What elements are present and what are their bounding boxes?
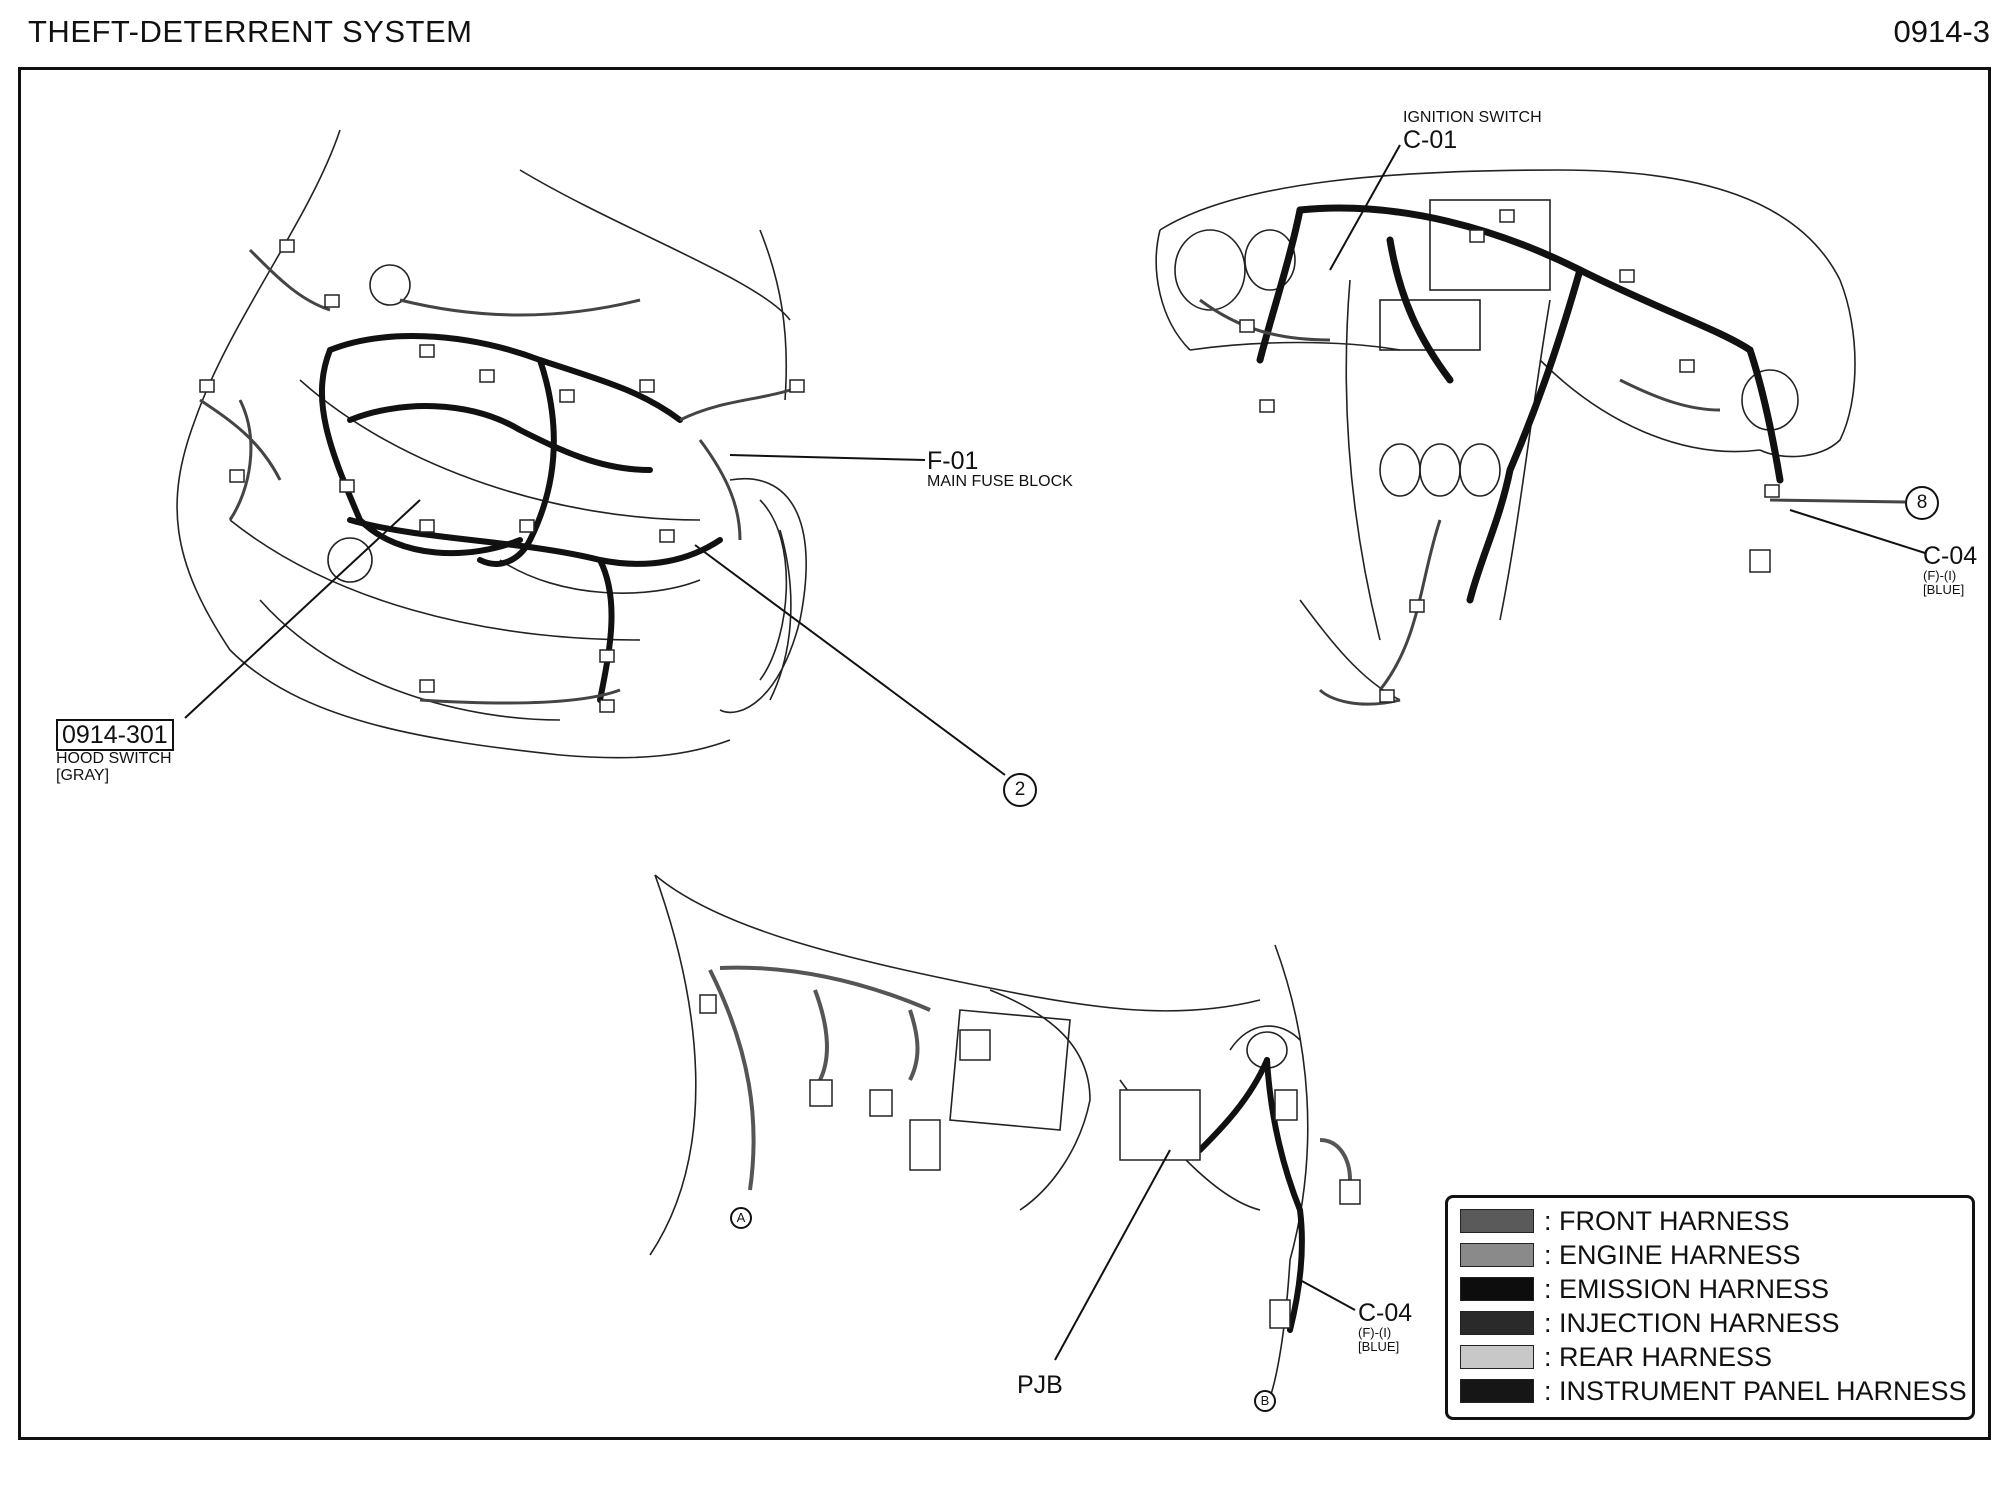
legend-item-front: : FRONT HARNESS — [1460, 1204, 1972, 1238]
dashboard-harness — [1256, 204, 1784, 604]
ignition-switch-code: C-01 — [1403, 125, 1458, 154]
hood-switch-name: HOOD SWITCH — [56, 750, 172, 768]
legend-label: : INSTRUMENT PANEL HARNESS — [1544, 1375, 1967, 1406]
legend-label: : EMISSION HARNESS — [1544, 1273, 1830, 1304]
rear-harness-swatch-icon — [1460, 1345, 1534, 1369]
legend-item-instrument-panel: : INSTRUMENT PANEL HARNESS — [1460, 1374, 1972, 1408]
cabin-outline — [649, 874, 1309, 1411]
legend-label: : REAR HARNESS — [1544, 1341, 1773, 1372]
c04-bottom-detail: (F)-(I) — [1358, 1325, 1392, 1341]
page-number: 0914-3 — [1893, 14, 1990, 49]
engine-bay-harness — [318, 333, 723, 703]
cabin-branches — [708, 965, 1352, 1191]
circle-2-marker: 2 — [1003, 773, 1037, 807]
injection-harness-swatch-icon — [1460, 1311, 1534, 1335]
pjb-label: PJB — [1017, 1371, 1063, 1399]
legend-item-injection: : INJECTION HARNESS — [1460, 1306, 1972, 1340]
c04-top-detail: (F)-(I) — [1923, 568, 1957, 584]
engine-bay-leaders — [184, 454, 1006, 776]
c04-bottom-callout: C-04 (F)-(I) [BLUE] — [1358, 1300, 1412, 1354]
diagram-frame — [18, 67, 1991, 1440]
legend-item-engine: : ENGINE HARNESS — [1460, 1238, 1972, 1272]
emission-harness-swatch-icon — [1460, 1277, 1534, 1301]
cabin-connectors — [699, 994, 1361, 1329]
c04-bottom-code: C-04 — [1358, 1299, 1413, 1327]
engine-bay-branches — [199, 248, 791, 705]
cabin-harness — [1197, 1057, 1305, 1333]
circle-8-marker: 8 — [1905, 486, 1939, 520]
c04-top-callout: C-04 (F)-(I) [BLUE] — [1923, 543, 1977, 597]
legend-item-emission: : EMISSION HARNESS — [1460, 1272, 1972, 1306]
legend-label: : FRONT HARNESS — [1544, 1205, 1790, 1236]
dashboard-connectors — [1239, 209, 1780, 703]
circle-b-marker: B — [1254, 1390, 1276, 1412]
c04-top-color: [BLUE] — [1923, 581, 1965, 597]
dashboard-leaders — [1329, 144, 1926, 554]
legend-item-rear: : REAR HARNESS — [1460, 1340, 1972, 1374]
cabin-leaders — [1054, 1149, 1356, 1361]
front-harness-swatch-icon — [1460, 1209, 1534, 1233]
f01-callout: F-01 MAIN FUSE BLOCK — [927, 448, 1073, 491]
harness-legend: : FRONT HARNESS : ENGINE HARNESS : EMISS… — [1445, 1195, 1975, 1420]
ignition-switch-callout: IGNITION SWITCH C-01 — [1403, 109, 1542, 154]
c04-top-code: C-04 — [1923, 542, 1978, 570]
ignition-switch-name: IGNITION SWITCH — [1403, 109, 1542, 126]
hood-switch-code: 0914-301 — [56, 719, 174, 752]
engine-harness-swatch-icon — [1460, 1243, 1534, 1267]
f01-name: MAIN FUSE BLOCK — [927, 473, 1073, 491]
circle-a-marker: A — [730, 1207, 752, 1229]
engine-bay-connectors — [199, 239, 805, 713]
instrument-panel-harness-swatch-icon — [1460, 1379, 1534, 1403]
legend-label: : INJECTION HARNESS — [1544, 1307, 1840, 1338]
f01-code: F-01 — [927, 447, 979, 475]
engine-bay-outline — [176, 129, 807, 759]
legend-label: : ENGINE HARNESS — [1544, 1239, 1801, 1270]
dashboard-outline — [1155, 169, 1856, 701]
page-title: THEFT-DETERRENT SYSTEM — [28, 14, 473, 49]
hood-switch-callout: 0914-301 HOOD SWITCH [GRAY] — [56, 719, 174, 785]
hood-switch-color: [GRAY] — [56, 767, 110, 785]
c04-bottom-color: [BLUE] — [1358, 1338, 1400, 1354]
